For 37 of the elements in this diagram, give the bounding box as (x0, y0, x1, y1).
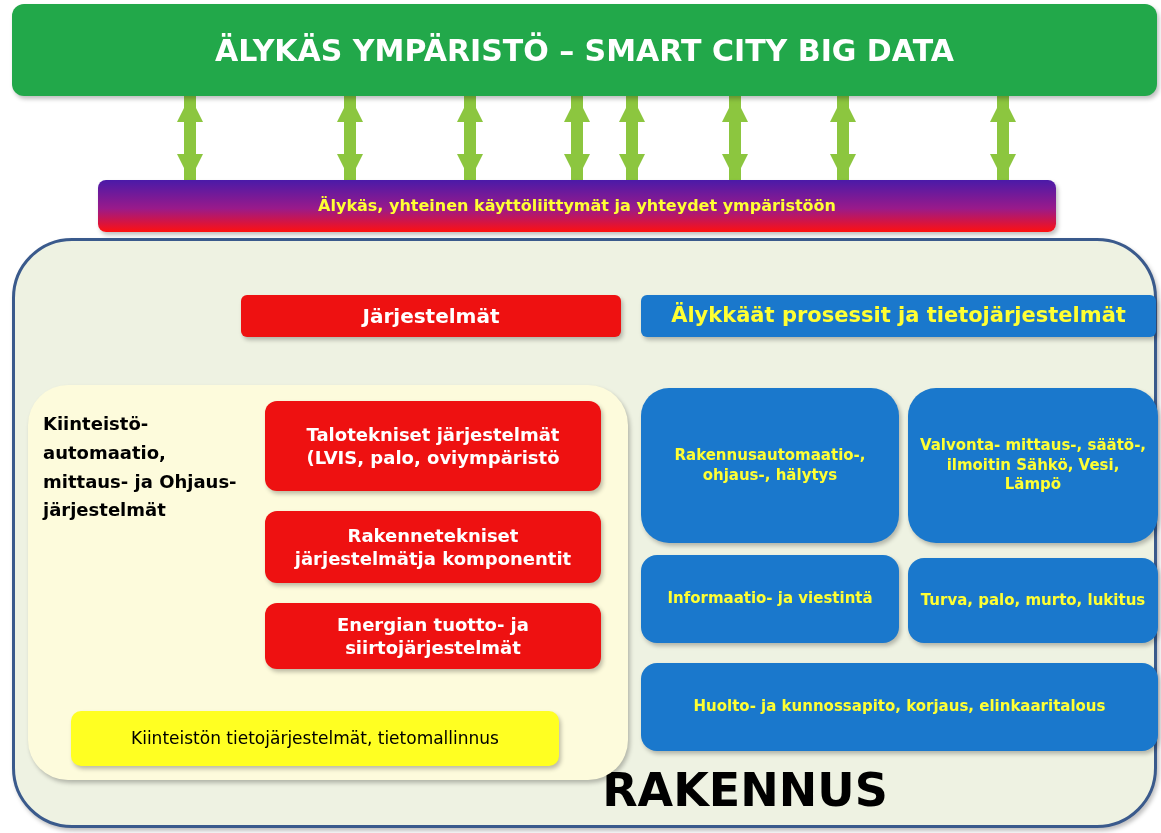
section-header (641, 295, 1156, 337)
section-header (241, 295, 621, 337)
info-box (71, 711, 559, 766)
header-label: Järjestelmät (360, 303, 501, 329)
box-label: Rakennetekniset järjestelmätja komponentit (293, 523, 573, 571)
double-arrow (176, 96, 204, 180)
bar-label: Älykäs, yhteinen käyttöliittymät ja yhteydet ympäristöön (317, 195, 837, 217)
process-box (908, 388, 1158, 543)
double-arrow (989, 96, 1017, 180)
group-label: Kiinteistö- automaatio, mittaus- ja Ohjaus- järjestelmät (43, 412, 238, 523)
box-label: Energian tuotto- ja siirtojärjestelmät (336, 612, 530, 660)
process-box (641, 663, 1158, 751)
banner-bar (12, 4, 1157, 96)
box-label: Talotekniset järjestelmät (LVIS, palo, oviympäristö (305, 422, 561, 470)
double-arrow (618, 96, 646, 180)
process-box (641, 555, 899, 643)
banner-title: ÄLYKÄS YMPÄRISTÖ – SMART CITY BIG DATA (213, 31, 955, 70)
panel-title: RAKENNUS (601, 762, 889, 819)
double-arrow (721, 96, 749, 180)
box-label: Turva, palo, murto, lukitus (919, 590, 1147, 611)
double-arrow (829, 96, 857, 180)
box-label: Huolto- ja kunnossapito, korjaus, elinkaaritalous (692, 697, 1107, 717)
process-box (641, 388, 899, 543)
process-box (908, 558, 1158, 643)
interface-bar (98, 180, 1056, 232)
system-box (265, 511, 601, 583)
double-arrow (456, 96, 484, 180)
system-box (265, 603, 601, 669)
header-label: Älykkäät prosessit ja tietojärjestelmät (670, 302, 1127, 330)
box-label: Valvonta- mittaus-, säätö-, ilmoitin Sähkö, Vesi, Lämpö (918, 436, 1148, 495)
system-box (265, 401, 601, 491)
box-label: Kiinteistön tietojärjestelmät, tietomallinnus (130, 727, 500, 750)
box-label: Rakennusautomaatio-, ohjaus-, hälytys (673, 446, 867, 485)
double-arrow (563, 96, 591, 180)
double-arrow (336, 96, 364, 180)
building-panel (12, 238, 1157, 828)
box-label: Informaatio- ja viestintä (666, 589, 874, 609)
